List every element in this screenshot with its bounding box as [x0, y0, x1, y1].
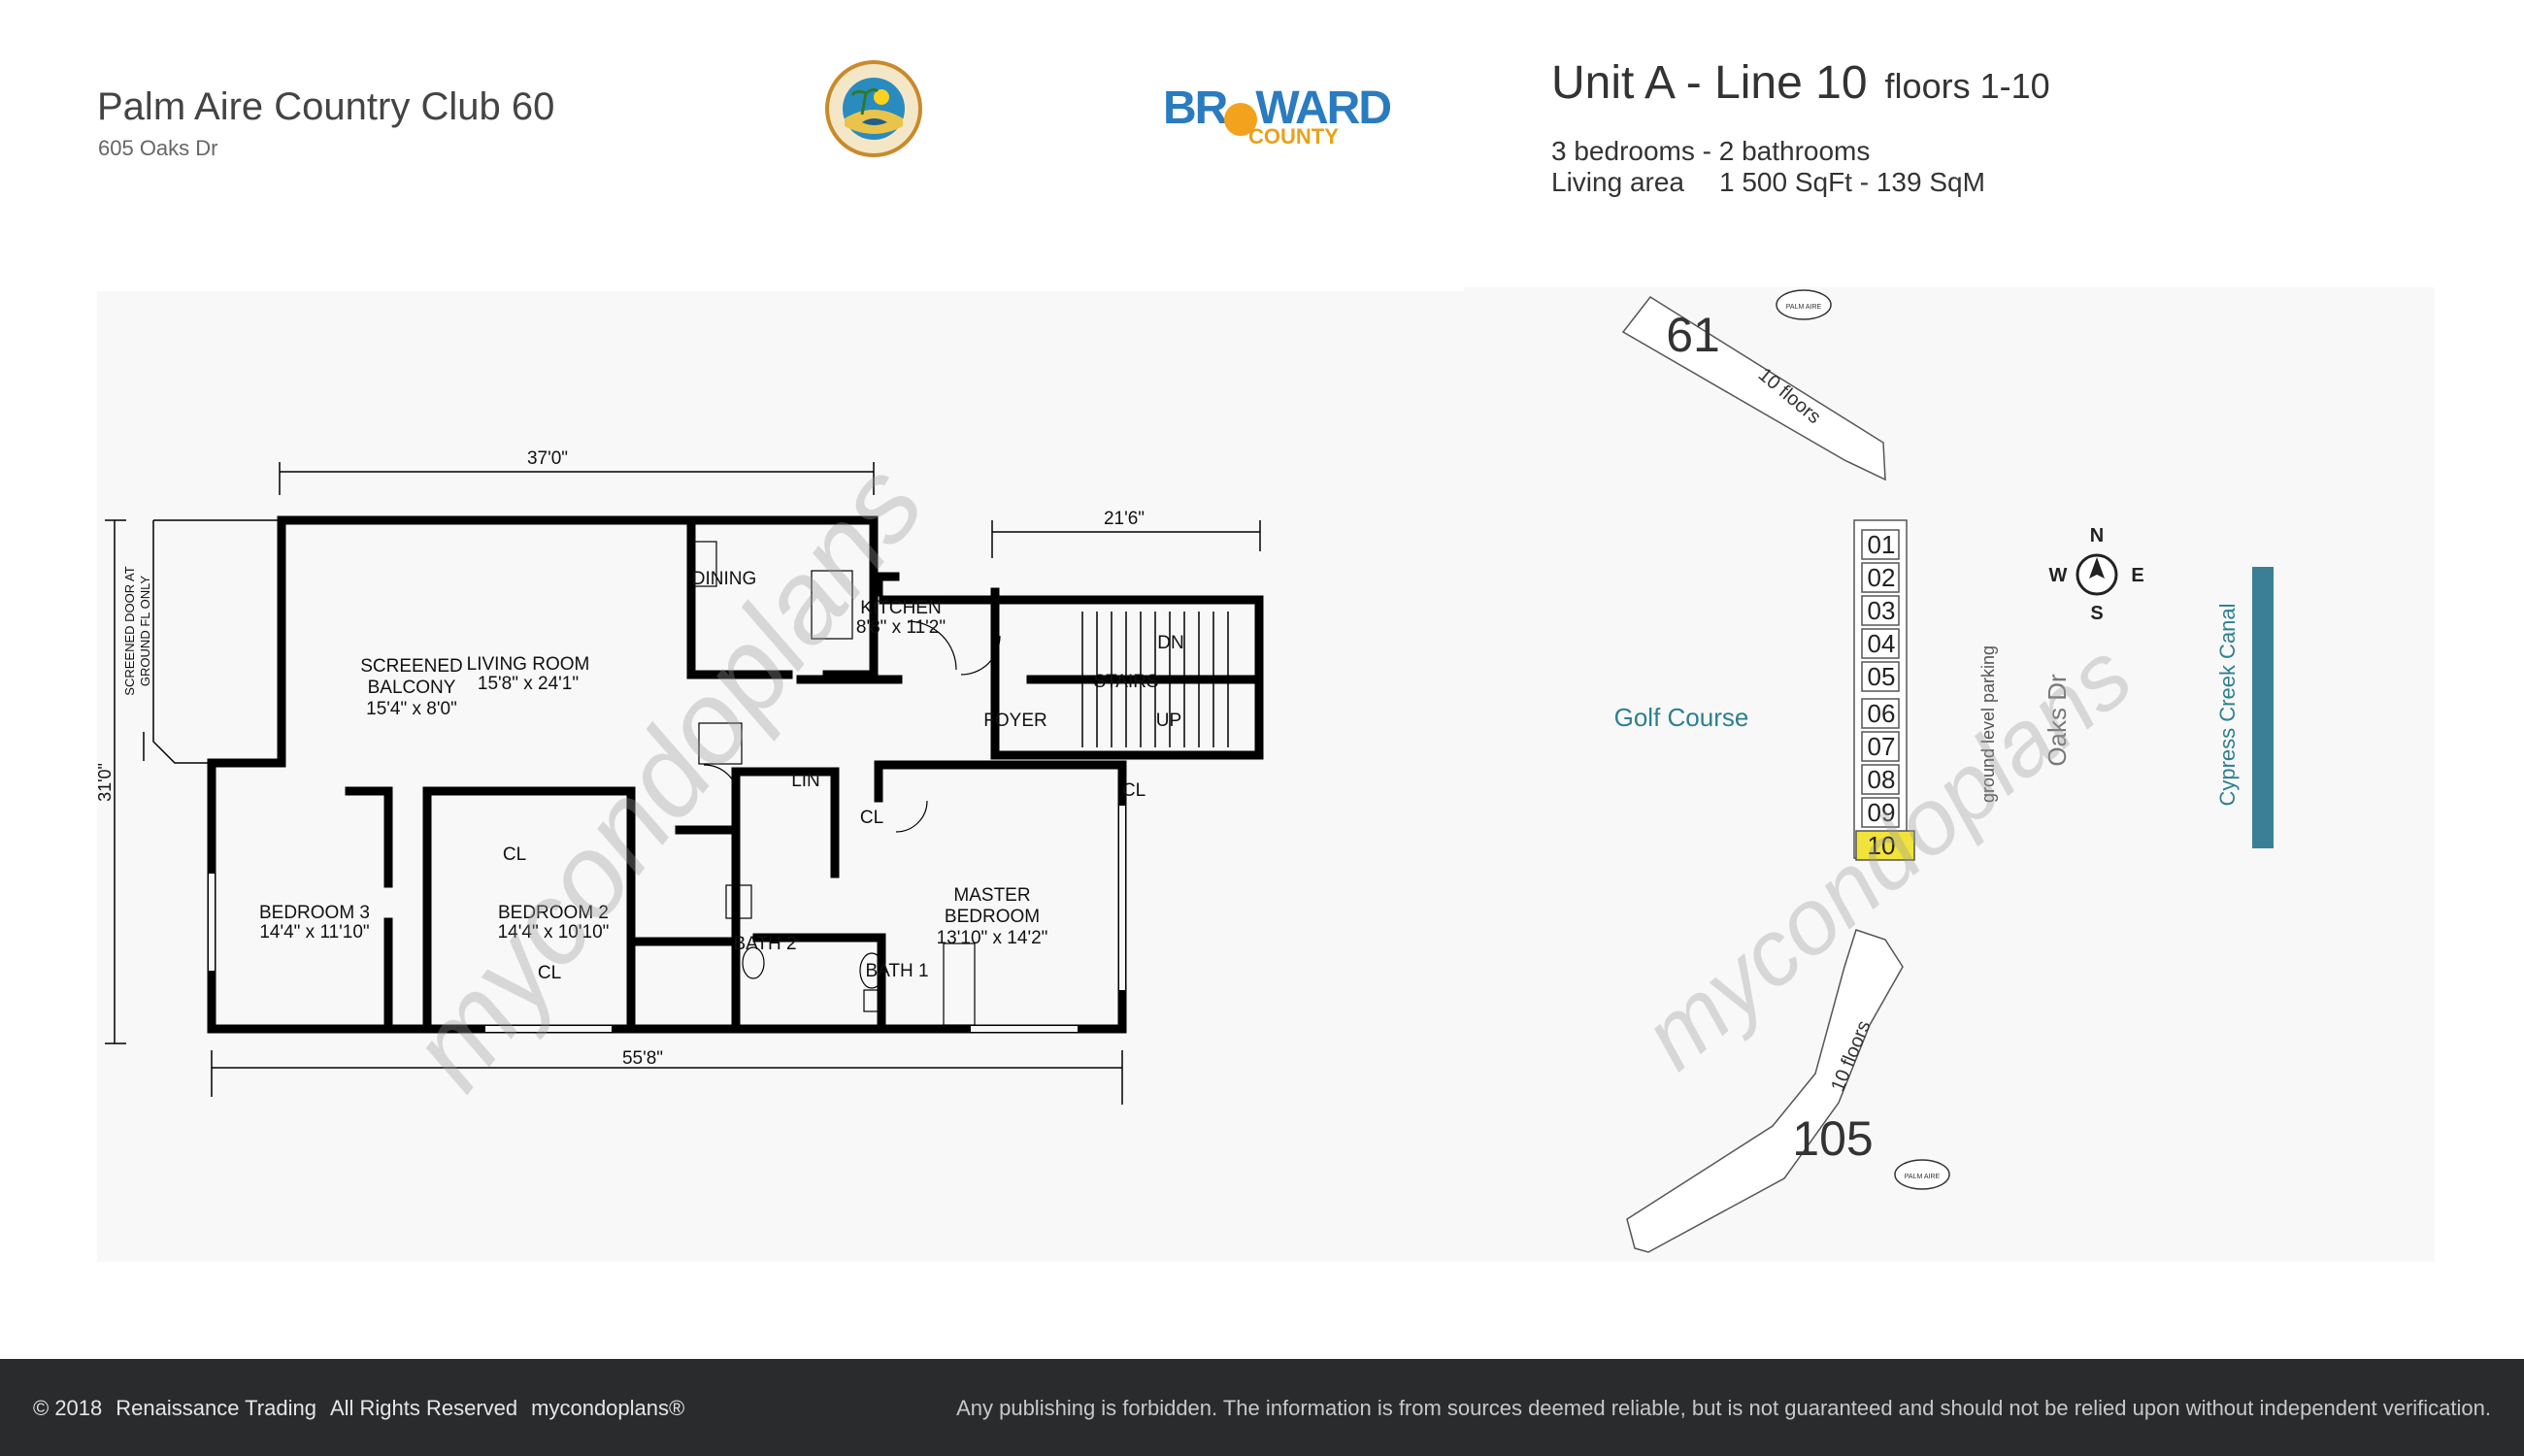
line-label-08: 08 [1868, 765, 1896, 794]
label-bedroom3: BEDROOM 3 [259, 903, 370, 923]
label-cl-bedroom2: CL [538, 963, 561, 983]
unit-floors: floors 1-10 [1884, 66, 2050, 106]
unit-bedrooms-bathrooms: 3 bedrooms - 2 bathrooms [1551, 136, 1871, 166]
label-kitchen: KITCHEN [860, 598, 941, 618]
label-up: UP [1156, 711, 1181, 731]
footer: © 2018 Renaissance Trading All Rights Rese… [0, 1359, 2524, 1456]
line-box-02 [1861, 562, 1900, 593]
building-61-outline [1621, 296, 1886, 481]
label-master-bedroom: BEDROOM [945, 907, 1040, 927]
building-address: 605 Oaks Dr [98, 136, 218, 160]
label-bedroom2-dims: 14'4" x 10'10" [498, 922, 610, 943]
line-label-07: 07 [1868, 732, 1896, 761]
label-dn: DN [1157, 633, 1183, 653]
line-box-07 [1861, 731, 1900, 762]
line-box-05 [1861, 661, 1900, 692]
label-screened-door-2: GROUND FL ONLY [138, 576, 152, 686]
label-master: MASTER [953, 885, 1030, 906]
dim-stairs: 21'6" [1104, 509, 1145, 529]
line-box-08 [1861, 764, 1900, 795]
line-box-04 [1861, 628, 1900, 659]
label-golf-course: Golf Course [1614, 703, 1749, 732]
building-105-outline [1626, 929, 1904, 1253]
site-map: 61 10 floors PALM AIRE 01020304050607080… [1464, 287, 2435, 1262]
line-label-03: 03 [1868, 596, 1896, 625]
label-living-room-dims: 15'8" x 24'1" [478, 674, 579, 694]
footer-company: Renaissance Trading [116, 1396, 316, 1420]
compass-w: W [2049, 565, 2068, 586]
line-box-10 [1855, 830, 1915, 861]
label-balcony: BALCONY [368, 678, 456, 698]
canal-bar [2252, 567, 2274, 848]
line-label-02: 02 [1868, 563, 1896, 592]
line-label-10: 10 [1868, 831, 1896, 860]
compass-s: S [2090, 603, 2103, 624]
compass-e: E [2131, 565, 2143, 586]
line-box-01 [1861, 529, 1900, 560]
palm-aire-icon-1 [1776, 289, 1832, 320]
label-living-room: LIVING ROOM [467, 654, 590, 675]
label-kitchen-dims: 8'8" x 11'2" [856, 617, 946, 638]
line-box-06 [1861, 698, 1900, 729]
footer-copyright: © 2018 [33, 1396, 103, 1420]
compass-icon: N S E W [2049, 525, 2144, 624]
svg-text:PALM AIRE: PALM AIRE [1905, 1174, 1941, 1180]
line-label-09: 09 [1868, 798, 1896, 827]
label-lin: LIN [791, 771, 820, 791]
dim-top: 37'0" [527, 448, 568, 469]
line-label-06: 06 [1868, 699, 1896, 728]
label-cypress-creek-canal: Cypress Creek Canal [2215, 603, 2240, 806]
dim-left: 31'0" [97, 763, 115, 802]
label-foyer: FOYER [983, 711, 1046, 731]
footer-left: © 2018 Renaissance Trading All Rights Rese… [33, 1396, 684, 1421]
unit-living-area: Living area 1 500 SqFt - 139 SqM [1551, 167, 1985, 198]
line-label-04: 04 [1868, 629, 1896, 658]
label-cl-bedroom3: CL [503, 844, 526, 865]
label-oaks-dr: Oaks Dr [2042, 674, 2072, 767]
living-area-value: 1 500 SqFt - 139 SqM [1718, 167, 1985, 197]
unit-title-text: Unit A - Line 10 [1551, 57, 1868, 109]
label-bath1: BATH 1 [865, 961, 928, 981]
line-box-03 [1861, 595, 1900, 626]
label-dining: DINING [692, 569, 757, 589]
compass-n: N [2090, 525, 2104, 546]
footer-rights: All Rights Reserved [329, 1396, 518, 1420]
label-cl-master: CL [1122, 780, 1146, 801]
footer-disclaimer: Any publishing is forbidden. The informa… [956, 1396, 2491, 1420]
palm-aire-icon-2 [1894, 1159, 1950, 1190]
building-61-label: 61 [1666, 308, 1720, 362]
label-bath2: BATH 2 [733, 934, 796, 954]
svg-text:PALM AIRE: PALM AIRE [1786, 304, 1822, 311]
label-bedroom2: BEDROOM 2 [498, 903, 609, 923]
label-master-dims: 13'10" x 14'2" [937, 928, 1048, 948]
building-name: Palm Aire Country Club 60 [97, 85, 555, 128]
building-105-label: 105 [1792, 1111, 1873, 1166]
label-screened-balcony: SCREENED [360, 656, 463, 677]
label-screened-door-1: SCREENED DOOR AT [122, 566, 137, 695]
line-label-05: 05 [1868, 662, 1896, 691]
city-seal-logo [825, 60, 922, 157]
floor-plan: SCREENED BALCONY 15'4" x 8'0" LIVING ROO… [97, 291, 1476, 1262]
label-balcony-dims: 15'4" x 8'0" [366, 699, 457, 719]
line-box-09 [1861, 797, 1900, 828]
label-parking: ground level parking [1978, 645, 1998, 803]
label-bedroom3-dims: 14'4" x 11'10" [259, 922, 369, 943]
dim-bottom: 55'8" [622, 1048, 663, 1069]
line-label-01: 01 [1868, 530, 1896, 559]
label-stairs: STAIRS [1093, 672, 1158, 692]
unit-title: Unit A - Line 10 floors 1-10 [1551, 56, 2050, 110]
label-cl-hall: CL [860, 808, 883, 828]
living-area-label: Living area [1551, 167, 1684, 197]
footer-brand: mycondoplans® [531, 1396, 685, 1420]
